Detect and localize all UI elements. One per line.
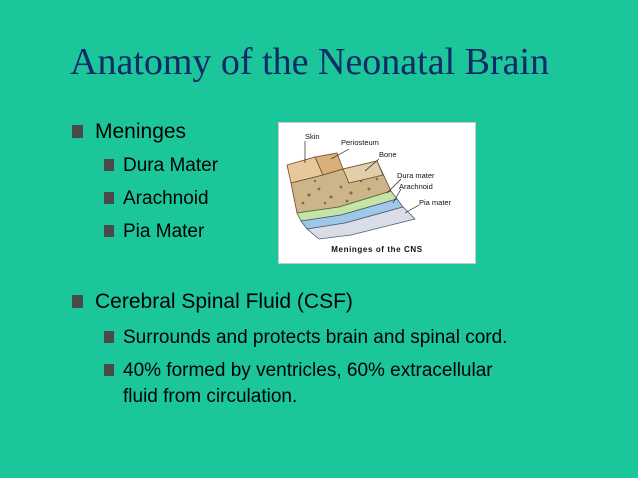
slide-title: Anatomy of the Neonatal Brain: [70, 41, 550, 83]
bullet-text: Arachnoid: [123, 188, 209, 209]
bullet-text: Dura Mater: [123, 155, 219, 176]
bullet-text: Cerebral Spinal Fluid (CSF): [95, 290, 353, 313]
label-dura-mater: Dura mater: [397, 171, 435, 180]
label-periosteum: Periosteum: [341, 138, 379, 147]
sub-bullet-arachnoid: Arachnoid: [104, 188, 209, 210]
bullet-square-icon: [72, 125, 83, 138]
leader-lines: [304, 141, 420, 214]
meninges-diagram: Skin Periosteum Bone Dura mater Arachnoi…: [278, 122, 476, 264]
bullet-text: fluid from circulation.: [123, 386, 298, 407]
bullet-square-icon: [104, 225, 114, 237]
label-pia-mater: Pia mater: [419, 198, 452, 207]
bullet-square-icon: [104, 331, 114, 343]
bullet-text: 40% formed by ventricles, 60% extracellu…: [123, 360, 493, 381]
bullet-square-icon: [104, 192, 114, 204]
label-bone: Bone: [379, 150, 397, 159]
bone-top-block: [342, 160, 384, 184]
sub-bullet-formed: 40% formed by ventricles, 60% extracellu…: [104, 360, 493, 382]
sub-bullet-pia-mater: Pia Mater: [104, 221, 205, 243]
bullet-text: Pia Mater: [123, 221, 205, 242]
bone-texture: [301, 177, 379, 205]
sub-bullet-formed-continuation: fluid from circulation.: [123, 386, 297, 408]
pia-mater-layer: [306, 206, 416, 240]
bullet-text: Surrounds and protects brain and spinal …: [123, 327, 508, 348]
bullet-square-icon: [72, 295, 83, 308]
sub-bullet-surrounds: Surrounds and protects brain and spinal …: [104, 327, 508, 349]
bullet-square-icon: [104, 364, 114, 376]
figure-caption: Meninges of the CNS: [331, 245, 422, 254]
bullet-square-icon: [104, 159, 114, 171]
bullet-meninges: Meninges: [72, 120, 187, 144]
bullet-text: Meninges: [95, 120, 187, 143]
sub-bullet-dura-mater: Dura Mater: [104, 155, 219, 177]
label-arachnoid: Arachnoid: [399, 182, 433, 191]
bullet-csf: Cerebral Spinal Fluid (CSF): [72, 290, 353, 314]
label-skin: Skin: [305, 132, 320, 141]
